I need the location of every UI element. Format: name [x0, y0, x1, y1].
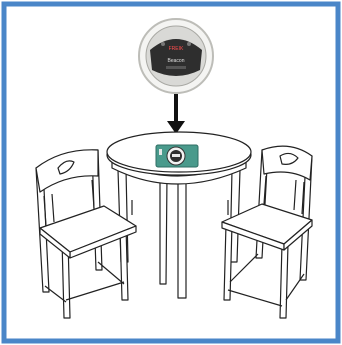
device-model-label: Beacon [168, 58, 185, 64]
device-brand-label: FREIK [169, 46, 184, 52]
round-beacon-sensor-icon: FREIK Beacon [139, 19, 213, 93]
nfc-tag-icon [156, 145, 198, 167]
